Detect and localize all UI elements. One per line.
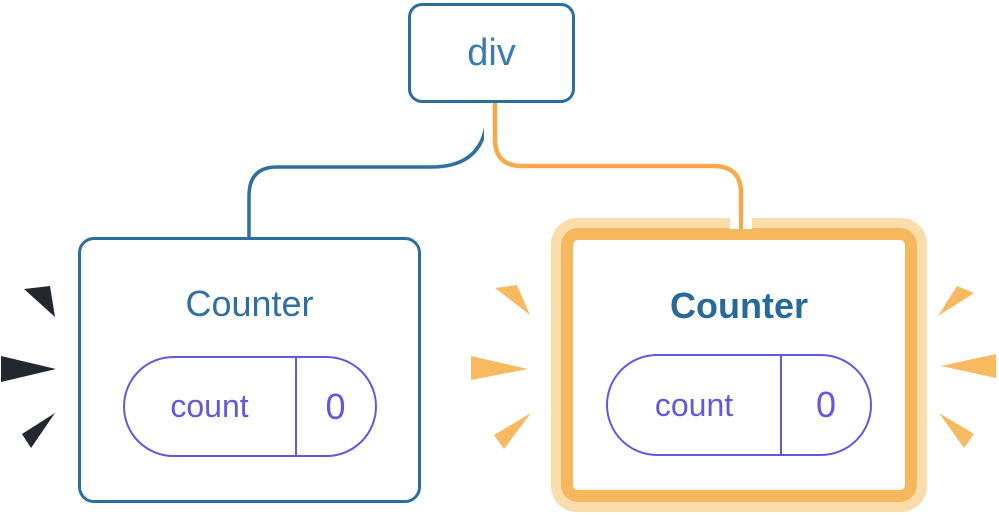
connector-orange-edge [492,98,744,230]
left-card-burst [1,286,56,448]
counter-card-right-inner: Counter count 0 [561,228,917,502]
burst-icon [22,413,55,448]
right-card-burst-right [938,286,996,448]
burst-icon [494,413,531,449]
connector-orange-entry [730,218,752,229]
state-pill: count 0 [122,356,377,457]
connector-orange-entry-core [738,218,744,229]
burst-icon [1,356,56,382]
connector-blue-edge [247,100,489,240]
burst-icon [471,356,528,380]
state-key: count [125,358,297,455]
root-node-label: div [467,32,516,74]
counter-card-left: Counter count 0 [78,237,421,503]
burst-icon [938,286,974,316]
counter-title: Counter [670,285,808,326]
burst-icon [495,285,530,315]
burst-icon [24,286,55,317]
counter-title: Counter [185,283,314,324]
state-value: 0 [815,384,837,425]
counter-card-right-highlighted: Counter count 0 [551,218,927,512]
right-card-burst-left [471,285,531,449]
burst-icon [941,354,996,378]
root-node-div: div [408,3,575,103]
state-key: count [608,356,782,454]
state-pill: count 0 [606,354,872,456]
state-value: 0 [325,385,346,427]
burst-icon [939,413,974,448]
